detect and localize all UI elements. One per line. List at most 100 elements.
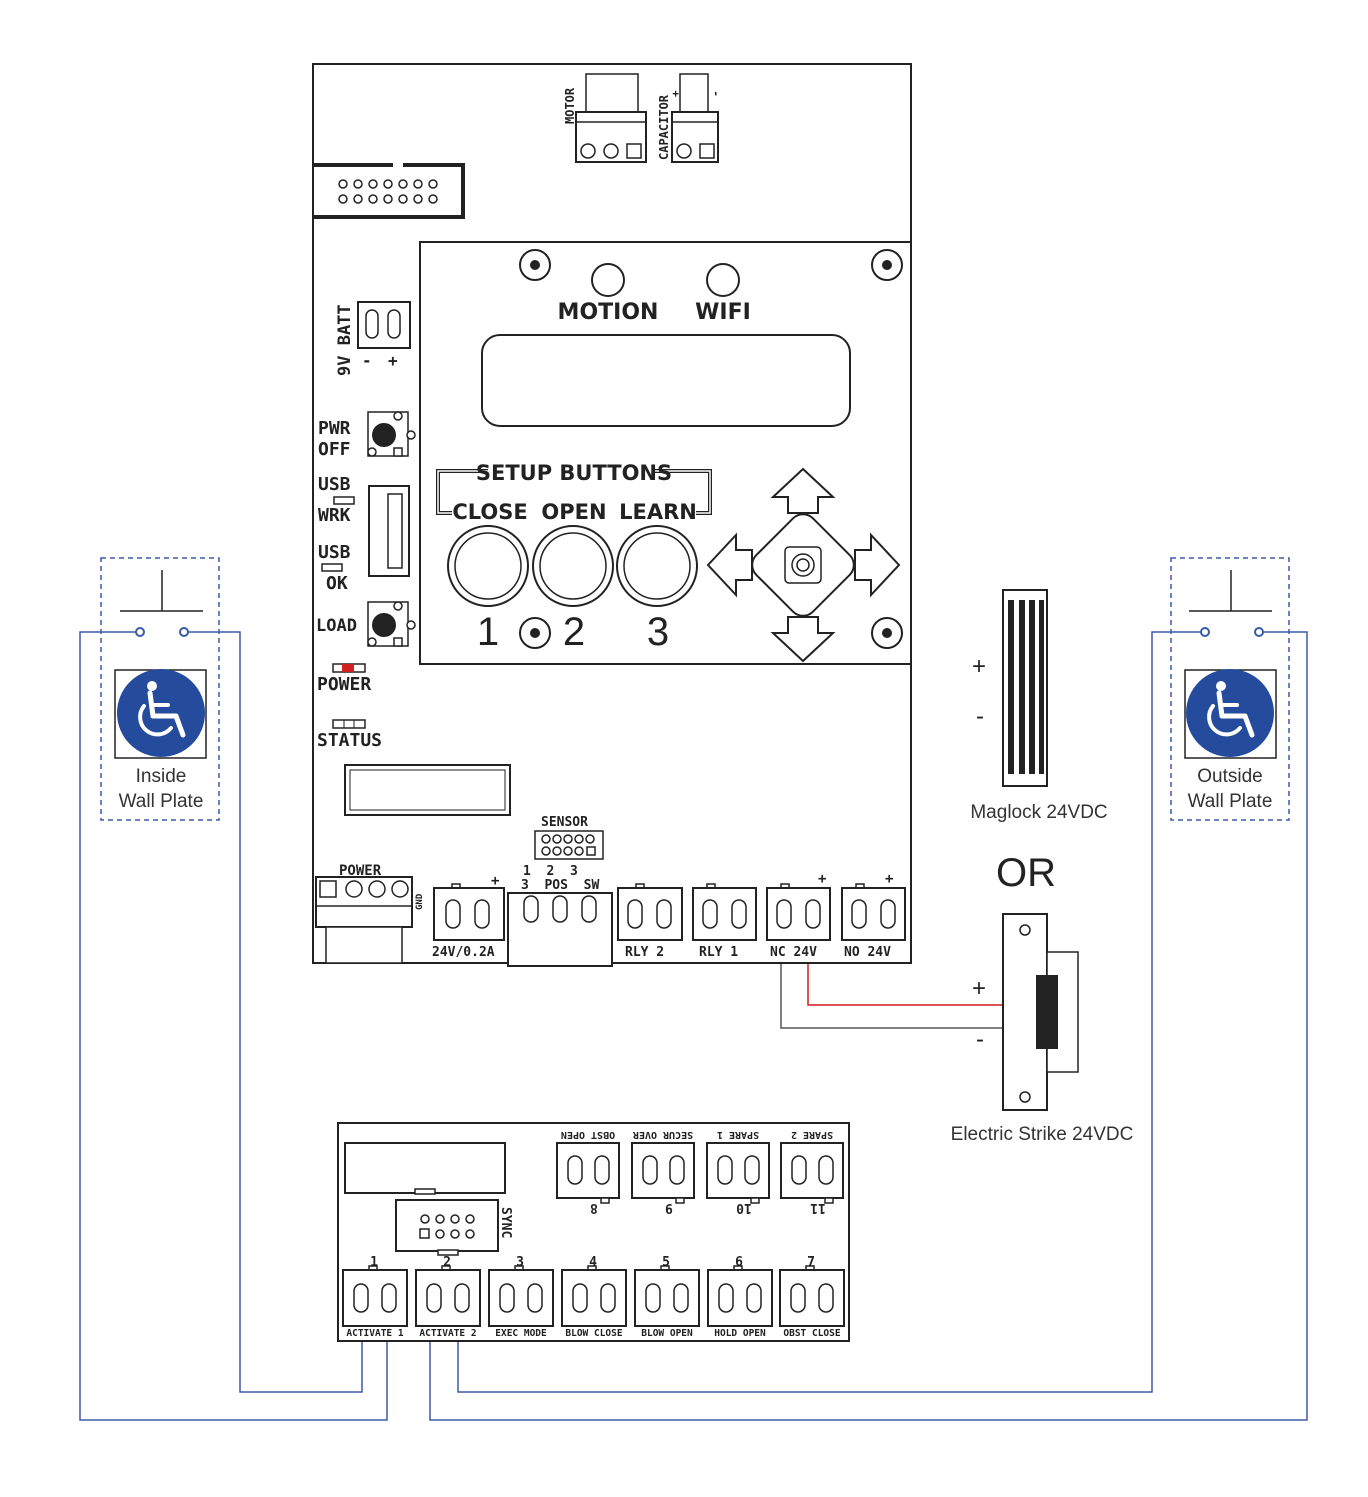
outside-plate-line2: Wall Plate: [1188, 791, 1273, 812]
expansion-terminal-number: 7: [807, 1255, 815, 1270]
terminal-24v: + 24V/0.2A: [432, 873, 505, 960]
wire-strike-gray: [780, 963, 1005, 1029]
ribbon-header: [313, 163, 465, 219]
switch-contact-icon: [1254, 627, 1264, 637]
strike-plus: +: [972, 975, 986, 1002]
header-pin: [353, 194, 363, 204]
capacitor-label: CAPACITOR: [657, 94, 671, 160]
arrow-right-icon[interactable]: [854, 532, 901, 598]
power-off-button[interactable]: PWR OFF: [318, 411, 416, 460]
sensor-terminal-top: 1 2 3: [523, 864, 578, 879]
expansion-terminal-label: SPARE 2: [791, 1129, 833, 1140]
header-pin: [428, 194, 438, 204]
load-label: LOAD: [316, 616, 357, 636]
expansion-terminal-number: 11: [810, 1200, 826, 1215]
expansion-terminal-top: SPARE 110: [706, 1129, 770, 1215]
usb-wrk-line1: USB: [318, 474, 351, 495]
strike-label: Electric Strike 24VDC: [951, 1124, 1134, 1145]
outside-plate-line1: Outside: [1197, 766, 1262, 787]
sensor-header: SENSOR: [534, 815, 604, 860]
switch-contact-icon: [179, 627, 189, 637]
expansion-terminal-top: SPARE 2 11: [780, 1129, 844, 1215]
battery-label: 9V BATT: [335, 304, 355, 376]
expansion-terminal-number: 9: [665, 1200, 673, 1215]
header-pin: [563, 846, 573, 856]
inside-plate-outline: [100, 557, 220, 821]
sync-label: SYNC: [498, 1207, 513, 1238]
power-connector-label: POWER: [339, 863, 382, 879]
header-pin: [552, 834, 562, 844]
load-button[interactable]: LOAD: [316, 601, 416, 647]
button-number-1: 1: [477, 610, 499, 654]
expansion-module: [344, 1142, 506, 1194]
close-button[interactable]: [447, 525, 529, 607]
terminal-rly2: RLY 2: [617, 883, 683, 960]
nc-label: NC 24V: [770, 945, 817, 960]
header-pin: [383, 194, 393, 204]
strike-minus: -: [976, 1026, 984, 1053]
wifi-indicator-icon: [706, 263, 740, 297]
maglock-plus: +: [972, 653, 986, 680]
expansion-terminal-label: HOLD OPEN: [714, 1328, 766, 1339]
header-pin: [428, 179, 438, 189]
header-pin: [465, 1229, 475, 1239]
pwr-off-line2: OFF: [318, 439, 351, 460]
header-pin: [574, 834, 584, 844]
wire-strike-red: [807, 963, 1005, 1006]
open-button[interactable]: [532, 525, 614, 607]
expansion-terminal-label: BLOW CLOSE: [565, 1328, 622, 1339]
screw-icon: [519, 249, 551, 281]
or-label: OR: [996, 851, 1056, 895]
header-pin: [383, 179, 393, 189]
header-pin: [413, 194, 423, 204]
battery-minus: -: [362, 351, 372, 370]
learn-button[interactable]: [616, 525, 698, 607]
switch-contact-icon: [1200, 627, 1210, 637]
terminal-no-24v: + NO 24V: [841, 871, 906, 960]
header-pin: [563, 834, 573, 844]
wire-inside-right: [184, 631, 363, 1393]
status-led: STATUS: [317, 719, 382, 751]
no-plus: +: [885, 871, 893, 887]
header-pin: [353, 179, 363, 189]
battery-connector: 9V BATT - +: [335, 301, 411, 376]
capacitor-plus: +: [669, 90, 682, 97]
header-pin: [368, 194, 378, 204]
arrow-down-icon[interactable]: [770, 616, 836, 663]
header-pin: [552, 846, 562, 856]
battery-plus: +: [388, 351, 398, 370]
wheelchair-icon: [117, 669, 205, 757]
header-pin: [450, 1214, 460, 1224]
expansion-terminal-number: 2: [443, 1255, 451, 1270]
usb-port[interactable]: USB WRK USB OK: [318, 474, 410, 594]
expansion-terminal-number: 4: [589, 1255, 597, 1270]
setup-buttons-label: SETUP BUTTONS: [476, 461, 672, 485]
arrow-up-icon[interactable]: [770, 467, 836, 514]
header-pin: [541, 834, 551, 844]
wheelchair-icon: [1186, 669, 1274, 757]
outside-wall-plate[interactable]: Outside Wall Plate: [1170, 557, 1290, 821]
t24v-label: 24V/0.2A: [432, 945, 495, 960]
status-led-label: STATUS: [317, 730, 382, 751]
board-module: [344, 764, 511, 816]
usb-wrk-line2: WRK: [318, 505, 351, 526]
header-pin: [368, 179, 378, 189]
inside-plate-line1: Inside: [136, 766, 187, 787]
direction-pad[interactable]: [706, 467, 901, 663]
inside-wall-plate[interactable]: Inside Wall Plate: [100, 557, 220, 821]
header-pin: [435, 1229, 445, 1239]
terminal-rly1: RLY 1: [692, 883, 757, 960]
learn-label: LEARN: [619, 500, 697, 524]
switch-contact-icon: [135, 627, 145, 637]
open-label: OPEN: [541, 500, 606, 524]
wifi-label: WIFI: [695, 300, 751, 325]
header-pin: [419, 1228, 430, 1239]
screw-icon: [871, 617, 903, 649]
header-pin: [413, 179, 423, 189]
power-led-label: POWER: [317, 674, 371, 695]
